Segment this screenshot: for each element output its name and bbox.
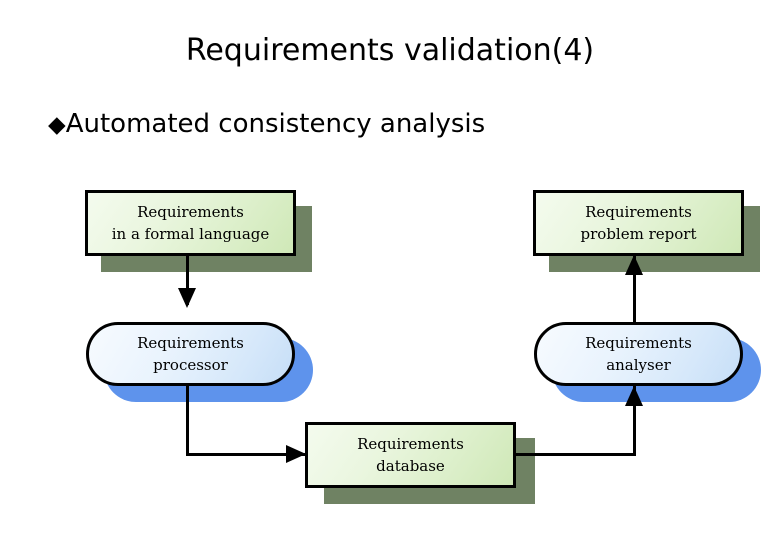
node-requirements-in-a-formal-language[interactable]: Requirements in a formal language — [85, 190, 296, 256]
node-requirements-processor[interactable]: Requirements processor — [86, 322, 295, 386]
node-requirements-problem-report[interactable]: Requirements problem report — [533, 190, 744, 256]
node-label-line2: in a formal language — [111, 225, 270, 243]
arrowhead-formal-language-to-processor — [178, 288, 196, 308]
connector-processor-to-database-vertical — [186, 380, 189, 456]
node-label-line1: Requirements — [585, 334, 692, 352]
page-title: Requirements validation(4) — [185, 33, 595, 68]
connector-processor-to-database-horizontal — [186, 453, 308, 456]
node-label-line1: Requirements — [137, 203, 244, 221]
connector-database-to-analyser-vertical — [633, 386, 636, 456]
connector-database-to-analyser-horizontal — [512, 453, 636, 456]
arrowhead-database-to-analyser — [625, 386, 643, 406]
node-label-line2: processor — [153, 356, 228, 374]
node-label-line1: Requirements — [585, 203, 692, 221]
bullet-item-label: Automated consistency analysis — [65, 109, 486, 139]
arrowhead-processor-to-database — [286, 445, 306, 463]
node-label-line1: Requirements — [357, 435, 464, 453]
node-label-line2: analyser — [606, 356, 671, 374]
node-requirements-database[interactable]: Requirements database — [305, 422, 516, 488]
node-requirements-analyser[interactable]: Requirements analyser — [534, 322, 743, 386]
diamond-bullet-icon: ◆ — [48, 112, 66, 138]
node-label-line2: database — [376, 457, 445, 475]
connector-formal-language-to-processor — [186, 255, 189, 305]
connector-analyser-to-problem-report — [633, 255, 636, 325]
node-label-line1: Requirements — [137, 334, 244, 352]
node-label-line2: problem report — [580, 225, 697, 243]
arrowhead-analyser-to-problem-report — [625, 255, 643, 275]
bullet-item-automated-consistency-analysis: ◆Automated consistency analysis — [48, 108, 485, 141]
